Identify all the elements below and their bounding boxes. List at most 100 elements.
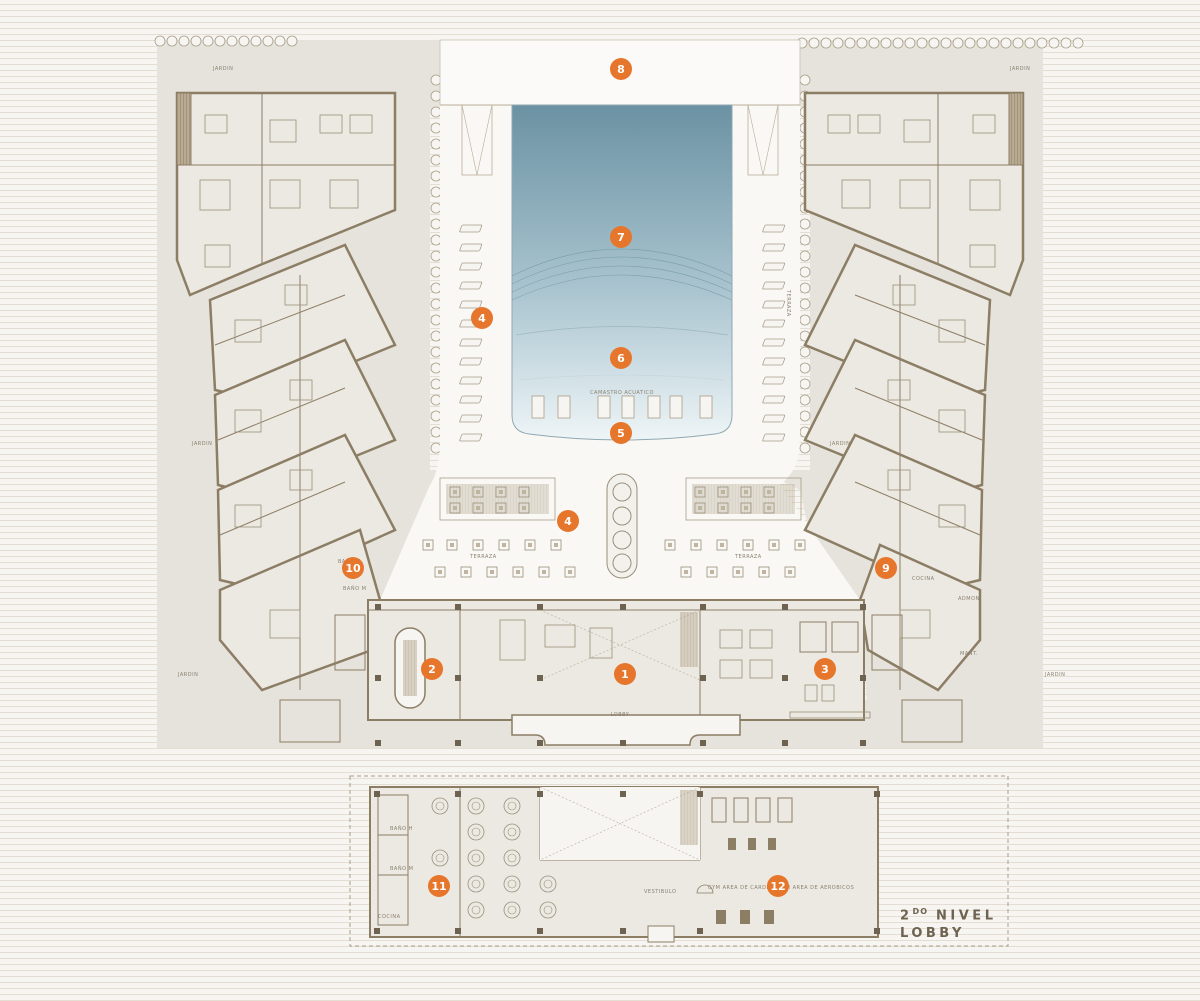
tree	[832, 37, 844, 49]
admon-label: ADMON	[958, 596, 980, 602]
room-furniture	[887, 469, 911, 491]
tree	[430, 426, 442, 438]
lobby-furniture	[749, 659, 773, 679]
tree	[226, 35, 238, 47]
column	[860, 675, 866, 681]
floor-name: LOBBY	[900, 926, 965, 942]
tree	[274, 35, 286, 47]
column	[537, 928, 543, 934]
marker-12[interactable]: 12	[767, 875, 789, 897]
tree	[799, 314, 811, 326]
column	[375, 604, 381, 610]
second-level-frame	[349, 775, 1009, 947]
second-level-plan: BAÑO H BAÑO M COCINA VESTIBULO GYM AREA …	[369, 786, 880, 943]
room-furniture	[284, 284, 308, 306]
level-number: 2	[900, 908, 913, 924]
marker-10[interactable]: 10	[342, 557, 364, 579]
lounger	[762, 433, 786, 442]
room-furniture	[969, 179, 1001, 211]
marker-number: 4	[478, 312, 486, 325]
marker-8[interactable]: 8	[610, 58, 632, 80]
lounger	[762, 300, 786, 309]
tree	[988, 37, 1000, 49]
tree	[952, 37, 964, 49]
marker-circle	[875, 557, 897, 579]
tree	[430, 378, 442, 390]
column	[697, 791, 703, 797]
level-superscript: DO	[912, 907, 928, 916]
room-furniture	[938, 504, 966, 528]
column	[455, 928, 461, 934]
tree	[799, 442, 811, 454]
room-furniture	[857, 114, 881, 134]
aerobics-label: GYM AREA DE AEROBICOS	[778, 885, 854, 891]
tree	[799, 266, 811, 278]
tree	[799, 362, 811, 374]
column	[620, 604, 626, 610]
column	[860, 604, 866, 610]
column	[782, 675, 788, 681]
tree	[799, 394, 811, 406]
tree	[1036, 37, 1048, 49]
marker-1[interactable]: 1	[614, 663, 636, 685]
right-wing	[803, 91, 1025, 692]
lobby-building: LOBBY	[367, 599, 871, 746]
marker-5[interactable]: 5	[610, 422, 632, 444]
level2-cocina-label: COCINA	[378, 914, 401, 920]
marker-3[interactable]: 3	[814, 658, 836, 680]
tree	[1024, 37, 1036, 49]
maint-label: MANT.	[960, 651, 978, 657]
column	[860, 740, 866, 746]
cocina-label: COCINA	[912, 576, 935, 582]
lobby-furniture	[789, 711, 871, 719]
marker-number: 4	[564, 515, 572, 528]
room-furniture	[899, 609, 931, 639]
tree	[430, 314, 442, 326]
lounger	[762, 338, 786, 347]
right-wing-furniture	[827, 114, 1001, 639]
marker-circle	[428, 875, 450, 897]
pergola-right	[685, 477, 802, 521]
column	[782, 604, 788, 610]
tree	[430, 90, 442, 102]
room-furniture	[204, 244, 231, 268]
lounger	[762, 281, 786, 290]
garden-label-ne: JARDIN	[1009, 66, 1030, 72]
marker-2[interactable]: 2	[421, 658, 443, 680]
garden-label-nw: JARDIN	[212, 66, 233, 72]
tree	[430, 442, 442, 454]
fountain	[606, 473, 638, 579]
tree	[976, 37, 988, 49]
tree	[799, 346, 811, 358]
marker-4[interactable]: 4	[471, 307, 493, 329]
tree	[799, 378, 811, 390]
tree	[430, 330, 442, 342]
lobby-furniture	[719, 629, 743, 649]
marker-11[interactable]: 11	[428, 875, 450, 897]
tree	[430, 106, 442, 118]
marker-number: 10	[345, 562, 361, 575]
tree	[430, 266, 442, 278]
marker-number: 7	[617, 231, 625, 244]
tree	[799, 74, 811, 86]
lounger	[762, 224, 786, 233]
terrace-label-right: TERRAZA	[734, 554, 762, 560]
garden-label-sw: JARDIN	[177, 672, 198, 678]
column	[375, 675, 381, 681]
lounger	[762, 414, 786, 423]
column	[374, 928, 380, 934]
bike	[748, 838, 756, 850]
marker-9[interactable]: 9	[875, 557, 897, 579]
vestibulo-label: VESTIBULO	[644, 889, 676, 895]
tree	[430, 282, 442, 294]
lounger	[762, 262, 786, 271]
marker-6[interactable]: 6	[610, 347, 632, 369]
lobby-furniture	[749, 629, 773, 649]
marker-7[interactable]: 7	[610, 226, 632, 248]
tree	[1012, 37, 1024, 49]
lobby-furniture	[499, 619, 526, 661]
marker-4[interactable]: 4	[557, 510, 579, 532]
room-furniture	[234, 319, 262, 343]
treadmill	[777, 797, 793, 823]
